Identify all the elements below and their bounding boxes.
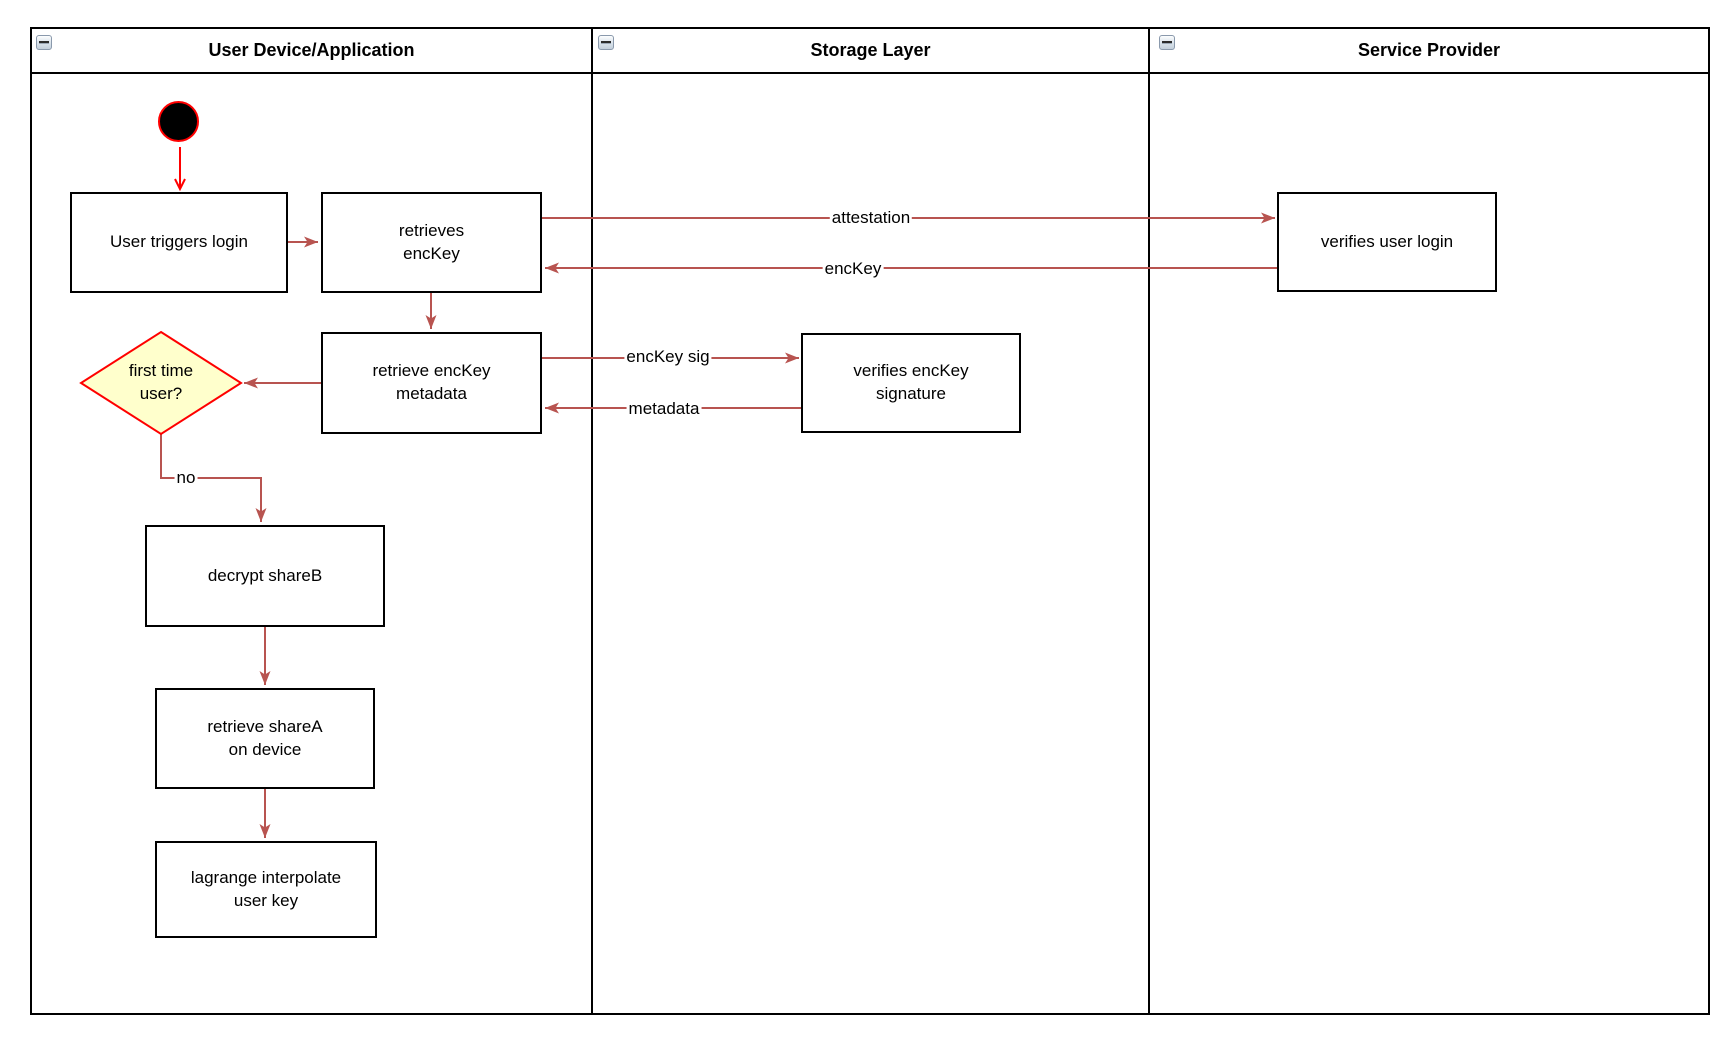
node-label: User triggers login bbox=[110, 232, 248, 252]
minus-icon bbox=[601, 41, 611, 44]
node-label: decrypt shareB bbox=[207, 565, 323, 585]
lane-title: User Device/Application bbox=[208, 40, 415, 60]
lane-header-divider bbox=[30, 72, 1710, 74]
lane-title: Storage Layer bbox=[810, 40, 931, 60]
node-label: retrieves encKey bbox=[398, 220, 465, 263]
edge-label-enckey-sig: encKey sig bbox=[624, 347, 712, 367]
node-label: verifies user login bbox=[1320, 231, 1454, 251]
collapse-lane-icon[interactable] bbox=[598, 35, 614, 50]
node-label: retrieve encKey metadata bbox=[372, 361, 491, 403]
lane-title: Service Provider bbox=[1357, 40, 1501, 60]
node-label: verifies encKey signature bbox=[853, 361, 969, 403]
collapse-lane-icon[interactable] bbox=[36, 35, 52, 50]
node-verifies-enckey-signature[interactable]: verifies encKey signature bbox=[801, 333, 1021, 433]
collapse-lane-icon[interactable] bbox=[1159, 35, 1175, 50]
lane-header-storage-layer[interactable]: Storage Layer bbox=[593, 29, 1148, 72]
node-verifies-user-login[interactable]: verifies user login bbox=[1277, 192, 1497, 292]
minus-icon bbox=[1162, 41, 1172, 44]
node-label: lagrange interpolate user key bbox=[190, 867, 342, 910]
node-label: retrieve shareA on device bbox=[207, 716, 323, 759]
node-retrieves-enckey[interactable]: retrieves encKey bbox=[321, 192, 542, 293]
edge-label-metadata: metadata bbox=[626, 399, 702, 419]
minus-icon bbox=[39, 41, 49, 44]
node-user-triggers-login[interactable]: User triggers login bbox=[70, 192, 288, 293]
edge-label-no: no bbox=[174, 468, 198, 488]
edge-label-attestation: attestation bbox=[829, 208, 913, 228]
node-retrieve-enckey-metadata[interactable]: retrieve encKey metadata bbox=[321, 332, 542, 434]
lane-header-user-device[interactable]: User Device/Application bbox=[32, 29, 591, 72]
start-node[interactable] bbox=[158, 101, 199, 142]
lane-separator-1 bbox=[591, 27, 593, 1015]
node-retrieve-sharea[interactable]: retrieve shareA on device bbox=[155, 688, 375, 789]
lane-header-service-provider[interactable]: Service Provider bbox=[1150, 29, 1708, 72]
node-lagrange-interpolate[interactable]: lagrange interpolate user key bbox=[155, 841, 377, 938]
node-decrypt-shareb[interactable]: decrypt shareB bbox=[145, 525, 385, 627]
edge-label-enckey: encKey bbox=[822, 259, 884, 279]
lane-separator-2 bbox=[1148, 27, 1150, 1015]
